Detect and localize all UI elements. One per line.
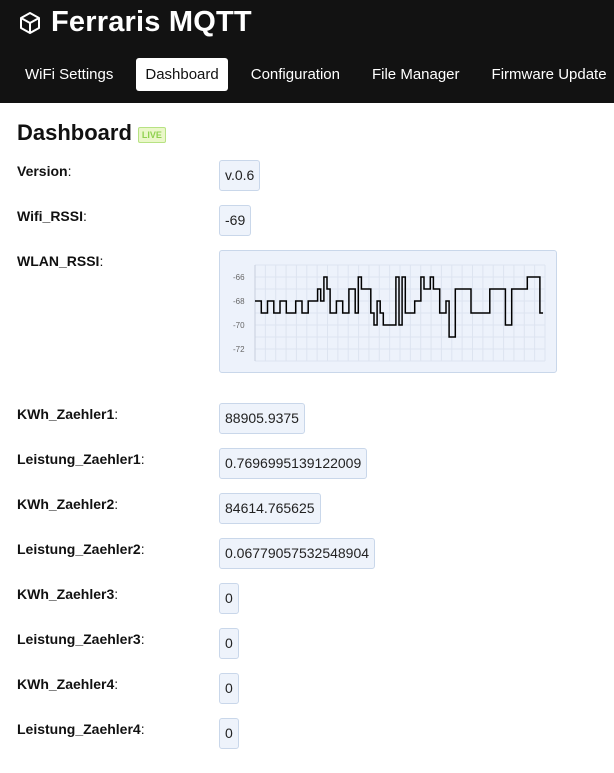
cube-icon [20, 11, 40, 34]
field-value-leistung2: 0.06779057532548904 [219, 538, 376, 569]
chart-tick-label: -68 [233, 297, 245, 306]
brand[interactable]: Ferraris MQTT [18, 6, 252, 39]
field-row-leistung4: Leistung_Zaehler4: 0 [17, 718, 596, 763]
chart-tick-label: -70 [233, 321, 245, 330]
field-label: Leistung_Zaehler3: [17, 631, 145, 647]
field-row-kwh4: KWh_Zaehler4: 0 [17, 673, 596, 718]
field-value-leistung4: 0 [219, 718, 239, 749]
nav-configuration[interactable]: Configuration [250, 66, 340, 83]
app-title: Ferraris MQTT [51, 6, 252, 38]
field-label: Leistung_Zaehler2: [17, 541, 145, 557]
field-value-kwh4: 0 [219, 673, 239, 704]
wlan-rssi-chart: -66 -68 -70 -72 [219, 250, 557, 373]
field-row-leistung1: Leistung_Zaehler1: 0.7696995139122009 [17, 448, 596, 493]
live-badge: LIVE [137, 126, 166, 143]
nav-firmware-update[interactable]: Firmware Update [491, 66, 607, 83]
field-row-leistung2: Leistung_Zaehler2: 0.06779057532548904 [17, 538, 596, 583]
field-label: KWh_Zaehler3: [17, 586, 119, 602]
dashboard-content: Dashboard LIVE Version: v.0.6 Wifi_RSSI:… [0, 103, 614, 763]
field-label: Leistung_Zaehler4: [17, 721, 145, 737]
field-label: KWh_Zaehler4: [17, 676, 119, 692]
page-header: Dashboard LIVE [17, 118, 596, 148]
field-label: Wifi_RSSI: [17, 208, 87, 224]
field-label: WLAN_RSSI: [17, 253, 104, 269]
field-value-kwh3: 0 [219, 583, 239, 614]
field-label: Version: [17, 163, 72, 179]
chart-series-line [255, 276, 543, 338]
top-navbar: Ferraris MQTT WiFi Settings Dashboard Co… [0, 0, 614, 103]
field-row-wlan-rssi: WLAN_RSSI: -66 -68 -70 -72 [17, 250, 596, 403]
field-row-kwh3: KWh_Zaehler3: 0 [17, 583, 596, 628]
field-label: KWh_Zaehler2: [17, 496, 119, 512]
field-row-version: Version: v.0.6 [17, 160, 596, 205]
field-row-kwh2: KWh_Zaehler2: 84614.765625 [17, 493, 596, 538]
field-value-kwh1: 88905.9375 [219, 403, 305, 434]
field-row-leistung3: Leistung_Zaehler3: 0 [17, 628, 596, 673]
page-title: Dashboard [17, 120, 132, 145]
chart-tick-label: -72 [233, 345, 245, 354]
rssi-chart-svg: -66 -68 -70 -72 [233, 264, 546, 362]
field-value-wifi-rssi: -69 [219, 205, 252, 236]
nav-file-manager[interactable]: File Manager [371, 66, 460, 83]
main-nav: WiFi Settings Dashboard Configuration Fi… [10, 58, 614, 91]
field-label: KWh_Zaehler1: [17, 406, 119, 422]
field-value-leistung3: 0 [219, 628, 239, 659]
field-value-kwh2: 84614.765625 [219, 493, 321, 524]
field-value-leistung1: 0.7696995139122009 [219, 448, 368, 479]
chart-tick-label: -66 [233, 273, 245, 282]
field-value-version: v.0.6 [219, 160, 261, 191]
nav-wifi-settings[interactable]: WiFi Settings [25, 66, 114, 83]
field-row-kwh1: KWh_Zaehler1: 88905.9375 [17, 403, 596, 448]
nav-dashboard[interactable]: Dashboard [136, 58, 228, 91]
field-row-wifi-rssi: Wifi_RSSI: -69 [17, 205, 596, 250]
field-label: Leistung_Zaehler1: [17, 451, 145, 467]
